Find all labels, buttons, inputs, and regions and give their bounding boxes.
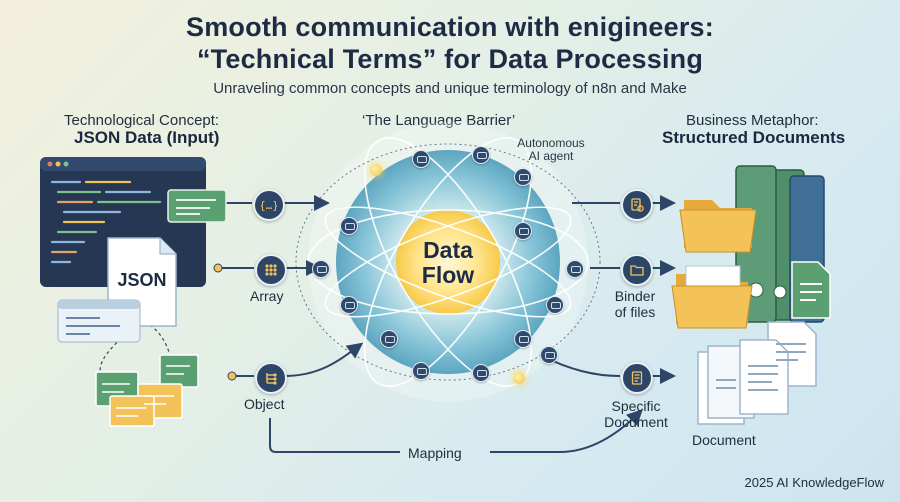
binder-label-line-1: Binder (614, 288, 656, 304)
svg-text:{…}: {…} (261, 199, 277, 212)
document-label: Document (692, 432, 756, 448)
robot-node-icon (546, 296, 564, 314)
robot-node-icon (566, 260, 584, 278)
specific-label-line-1: Specific (611, 398, 661, 414)
robot-node-icon (412, 362, 430, 380)
robot-node-icon (514, 222, 532, 240)
left-caption: Technological Concept: (64, 112, 220, 129)
robot-node-icon (412, 150, 430, 168)
robot-node-icon (340, 217, 358, 235)
robot-node-icon (472, 364, 490, 382)
notes-illustration (95, 354, 199, 427)
folder-top-illustration (679, 200, 757, 253)
mapping-label: Mapping (408, 445, 462, 461)
data-flow-line-2: Flow (421, 262, 475, 288)
object-label: Object (244, 396, 285, 412)
ai-agent-label: Autonomous AI agent (516, 137, 586, 163)
robot-node-icon (514, 330, 532, 348)
robot-node-icon (514, 168, 532, 186)
ai-agent-label-line-2: AI agent (528, 149, 574, 163)
left-heading: JSON Data (Input) (74, 128, 220, 147)
glow-dot (513, 372, 525, 384)
robot-node-icon (540, 346, 558, 364)
ai-agent-label-line-1: Autonomous (517, 136, 585, 150)
json-doc-label: JSON (117, 270, 167, 290)
data-flow-line-1: Data (423, 237, 473, 263)
center-caption: ‘The Language Barrier’ (362, 112, 516, 129)
robot-node-icon (472, 146, 490, 164)
document-check-icon (621, 189, 653, 221)
right-heading: Structured Documents (662, 128, 846, 147)
page-title-line-1: Smooth communication with enigineers: (186, 12, 714, 42)
footer-credit: 2025 AI KnowledgeFlow (744, 475, 884, 490)
data-flow-label: Data Flow (398, 238, 498, 288)
document-lines-icon (621, 362, 653, 394)
robot-node-icon (380, 330, 398, 348)
page-subtitle: Unraveling common concepts and unique te… (213, 80, 687, 97)
folder-mid-illustration (671, 265, 753, 329)
documents-stack-illustration (697, 321, 817, 425)
robot-node-icon (340, 296, 358, 314)
binder-label-line-2: of files (614, 304, 656, 320)
green-sheet-illustration (791, 261, 831, 319)
braces-icon: {…} (253, 189, 285, 221)
array-label: Array (250, 288, 284, 304)
array-grid-icon (255, 254, 287, 286)
specific-label-line-2: Document (604, 414, 668, 430)
glow-dot (370, 164, 382, 176)
robot-node-icon (312, 260, 330, 278)
specific-document-label: Specific Document (596, 398, 676, 430)
small-window-illustration (57, 299, 141, 343)
right-caption: Business Metaphor: (686, 112, 819, 129)
binder-of-files-label: Binder of files (605, 288, 665, 320)
folder-icon (621, 254, 653, 286)
object-tree-icon (255, 362, 287, 394)
page-title-line-2: “Technical Terms” for Data Processing (196, 44, 704, 74)
